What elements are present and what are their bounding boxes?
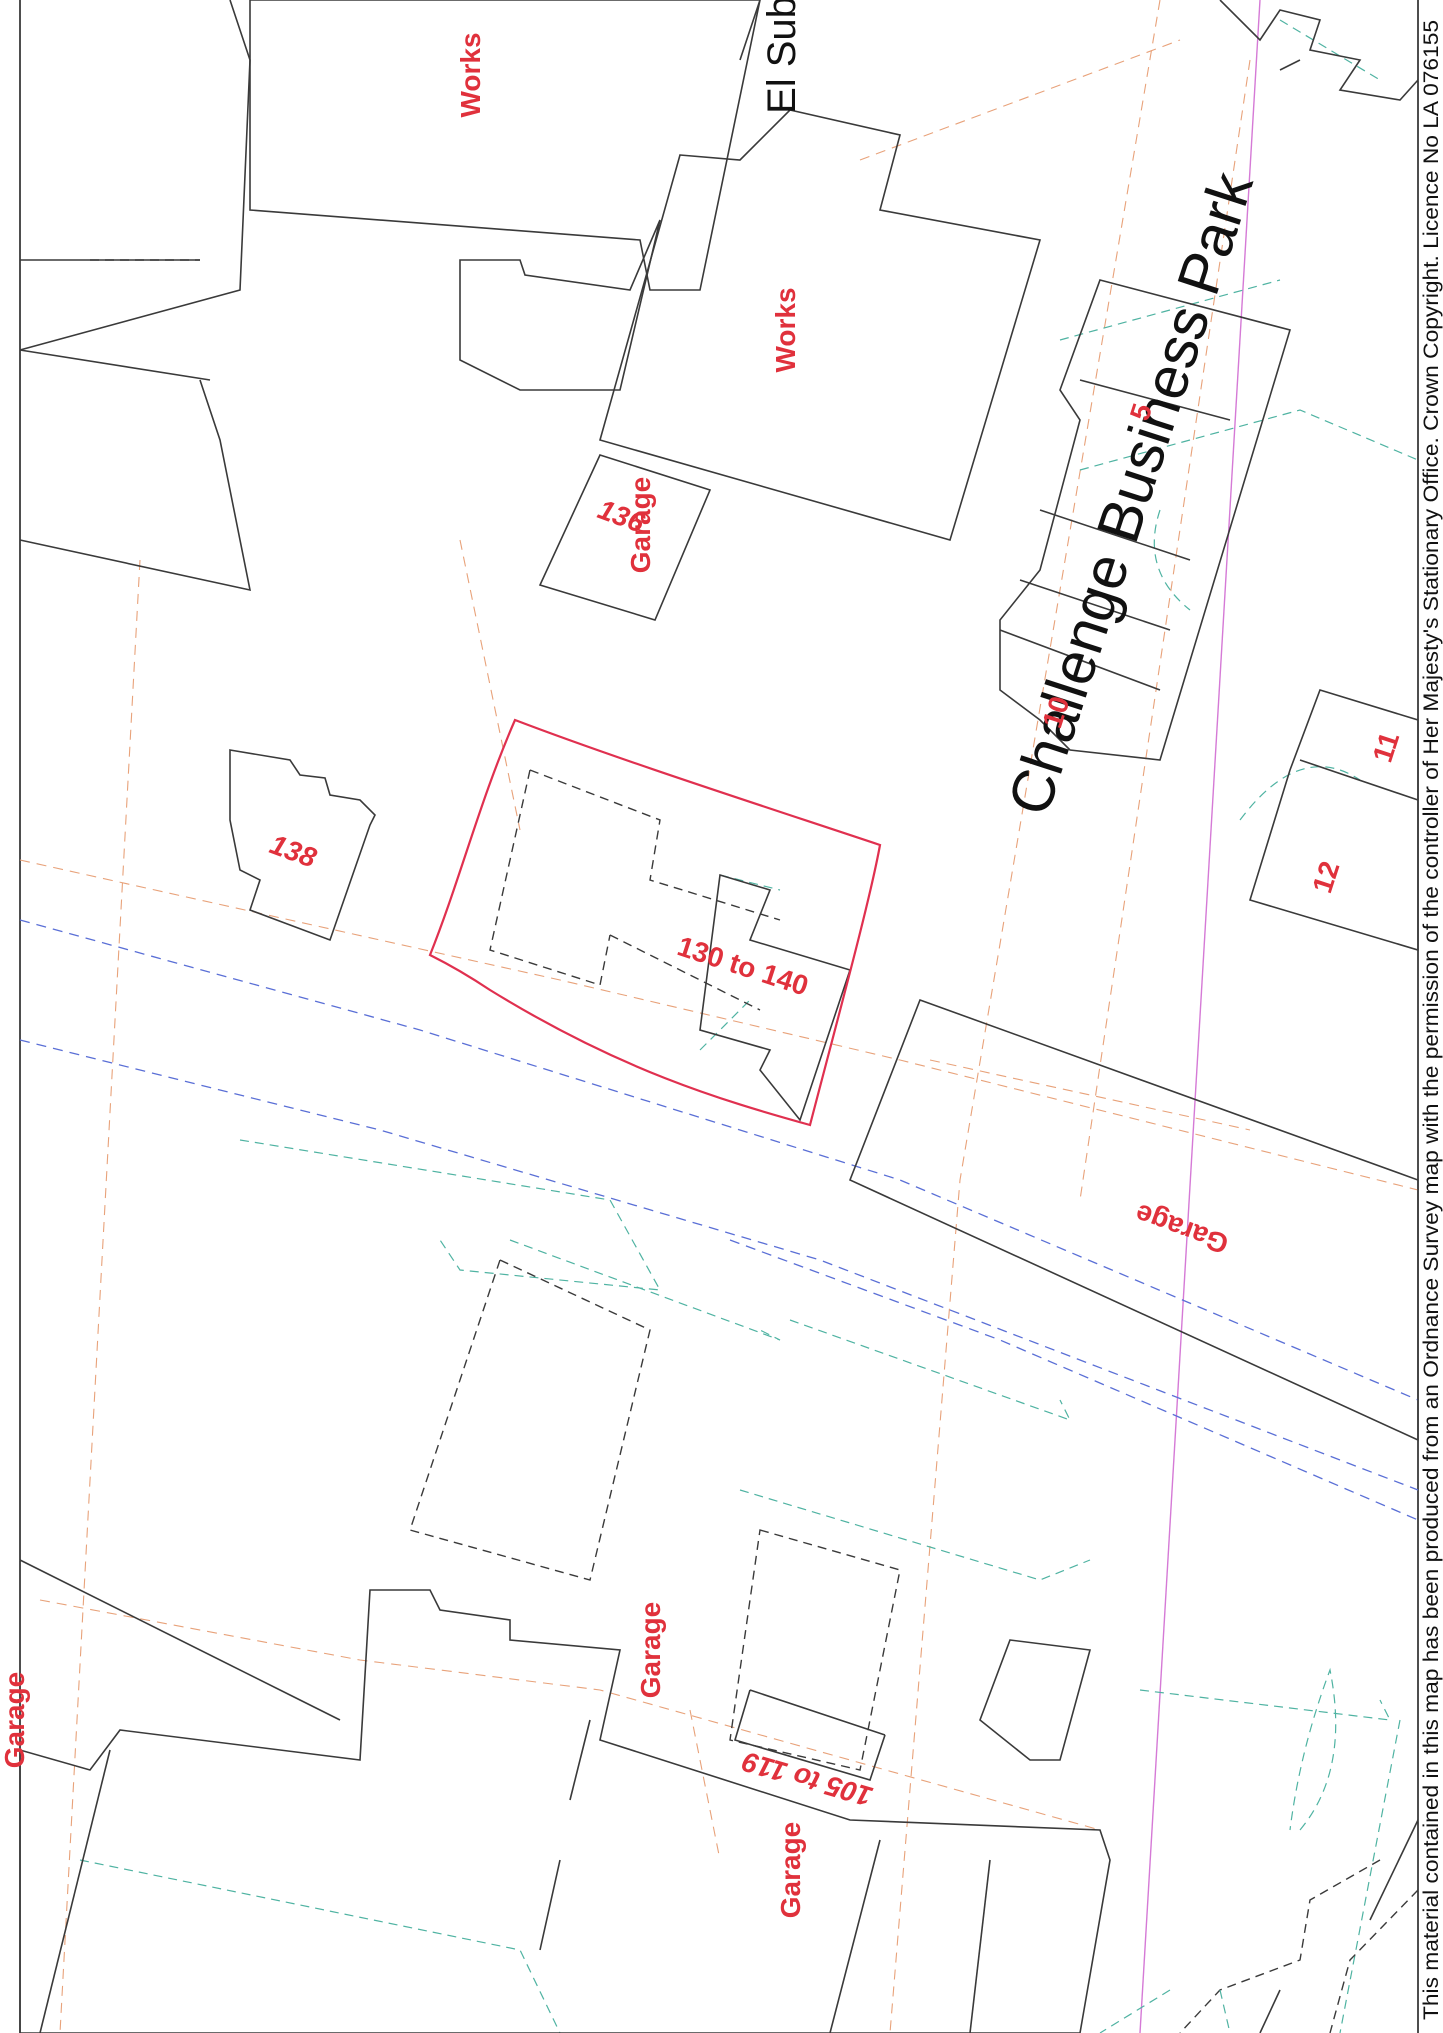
label-garage-bottom: Garage — [775, 1822, 806, 1919]
lower-middle-buildings — [409, 1259, 1092, 1781]
el-sub-structure — [739, 0, 761, 61]
label-road-challenge-business-park: Challenge Business Park — [995, 164, 1266, 823]
house-138 — [229, 749, 376, 942]
label-garage-lower-mid: Garage — [635, 1602, 666, 1699]
label-garage-left-edge: Garage — [0, 1672, 30, 1769]
works-building-top — [249, 0, 761, 291]
garage-136-building — [538, 454, 712, 621]
label-138: 138 — [266, 829, 321, 874]
label-garage-136: Garage — [625, 477, 656, 574]
bottom-right-units — [1179, 1819, 1419, 2033]
works-annex — [459, 219, 661, 391]
terrace-units — [999, 279, 1292, 761]
site-boundary — [428, 718, 882, 1127]
units-11-12 — [1248, 689, 1419, 952]
road-edges — [19, 919, 1419, 1521]
label-unit-11: 11 — [1367, 728, 1406, 766]
grid-line — [1139, 0, 1261, 2033]
label-unit-12: 12 — [1306, 857, 1345, 896]
label-130-140: 130 to 140 — [674, 930, 812, 1001]
label-el-sub: El Sub — [760, 0, 804, 114]
copyright-notice: This material contained in this map has … — [1420, 20, 1443, 2020]
works-building-middle — [599, 109, 1042, 541]
label-works-mid: Works — [770, 287, 801, 372]
top-right-buildings — [1219, 0, 1419, 101]
building-130-140 — [489, 769, 852, 1122]
bottom-garage-block — [19, 1559, 1111, 2033]
label-works-top: Works — [455, 32, 486, 117]
top-left-parcels — [19, 0, 252, 592]
label-105-119: 105 to 119 — [739, 1746, 876, 1813]
verges — [79, 19, 1419, 2033]
garage-building-right — [848, 998, 1419, 1442]
map-frame — [19, 0, 1419, 2033]
label-garage-right: Garage — [1131, 1198, 1232, 1260]
property-boundaries — [19, 0, 1419, 2033]
